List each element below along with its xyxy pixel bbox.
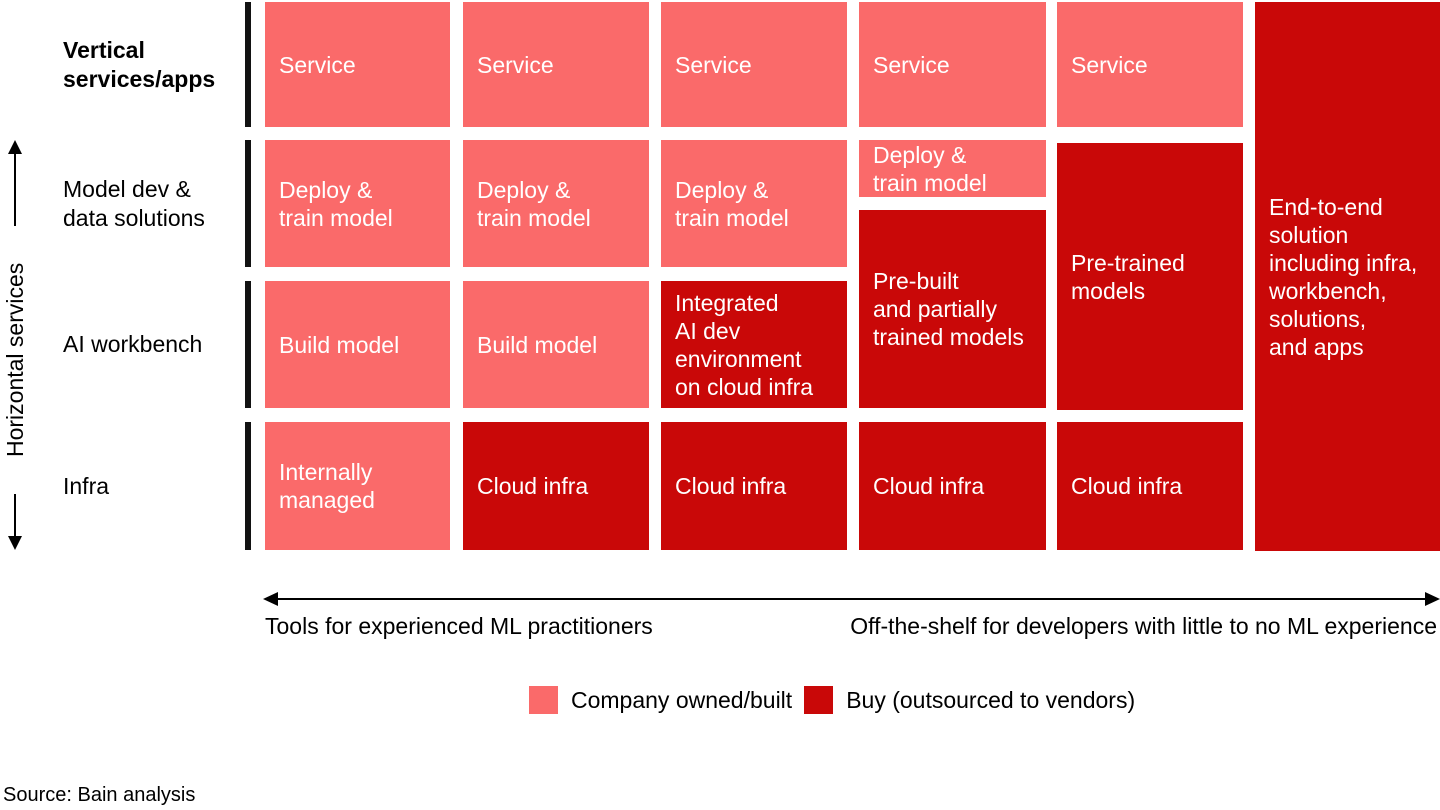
box-service-col5: Service <box>1057 2 1243 127</box>
x-axis-right-label: Off-the-shelf for developers with little… <box>850 613 1437 639</box>
box-service-col4: Service <box>859 2 1046 127</box>
row-divider-bar <box>245 422 251 550</box>
row-label-ai-workbench: AI workbench <box>63 331 203 357</box>
legend-owned-label: Company owned/built <box>571 686 793 713</box>
legend-item-owned: Company owned/built <box>529 686 792 714</box>
owned-swatch-icon <box>529 686 558 714</box>
box-end-to-end-solution: End-to-end solution including infra, wor… <box>1255 2 1440 551</box>
legend: Company owned/built Buy (outsourced to v… <box>529 686 1135 714</box>
arrow-down-icon <box>8 494 22 550</box>
row-label-model-dev: Model dev & data solutions <box>63 175 205 231</box>
y-axis-label: Horizontal services <box>2 262 28 458</box>
box-deploy-train-col2: Deploy & train model <box>463 140 649 267</box>
box-integrated-ai-dev: Integrated AI dev environment on cloud i… <box>661 281 847 408</box>
row-divider-bar <box>245 140 251 267</box>
row-divider-bar <box>245 281 251 408</box>
row-label-infra: Infra <box>63 472 110 499</box>
buy-swatch-icon <box>804 686 834 714</box>
box-internally-managed: Internally managed <box>265 422 450 550</box>
row-label-vertical-services: Vertical services/apps <box>63 36 216 92</box>
box-pretrained-models: Pre-trained models <box>1057 143 1243 410</box>
legend-item-buy: Buy (outsourced to vendors) <box>804 686 1135 714</box>
box-cloud-infra-col5: Cloud infra <box>1057 422 1243 550</box>
box-prebuilt-models: Pre-built and partially trained models <box>859 210 1046 408</box>
box-cloud-infra-col3: Cloud infra <box>661 422 847 550</box>
box-build-model-col1: Build model <box>265 281 450 408</box>
box-service-col2: Service <box>463 2 649 127</box>
box-build-model-col2: Build model <box>463 281 649 408</box>
legend-buy-label: Buy (outsourced to vendors) <box>846 686 1136 713</box>
box-deploy-train-col1: Deploy & train model <box>265 140 450 267</box>
source-note: Source: Bain analysis <box>3 784 196 806</box>
row-divider-bar <box>245 2 251 127</box>
box-service-col1: Service <box>265 2 450 127</box>
box-deploy-train-col3: Deploy & train model <box>661 140 847 267</box>
x-axis-arrow-icon <box>263 592 1440 606</box>
box-cloud-infra-col2: Cloud infra <box>463 422 649 550</box>
box-cloud-infra-col4: Cloud infra <box>859 422 1046 550</box>
arrow-up-icon <box>8 140 22 226</box>
x-axis-left-label: Tools for experienced ML practitioners <box>265 613 653 639</box>
y-axis: Horizontal services <box>1 140 29 550</box>
box-service-col3: Service <box>661 2 847 127</box>
box-deploy-train-col4: Deploy & train model <box>859 140 1046 197</box>
